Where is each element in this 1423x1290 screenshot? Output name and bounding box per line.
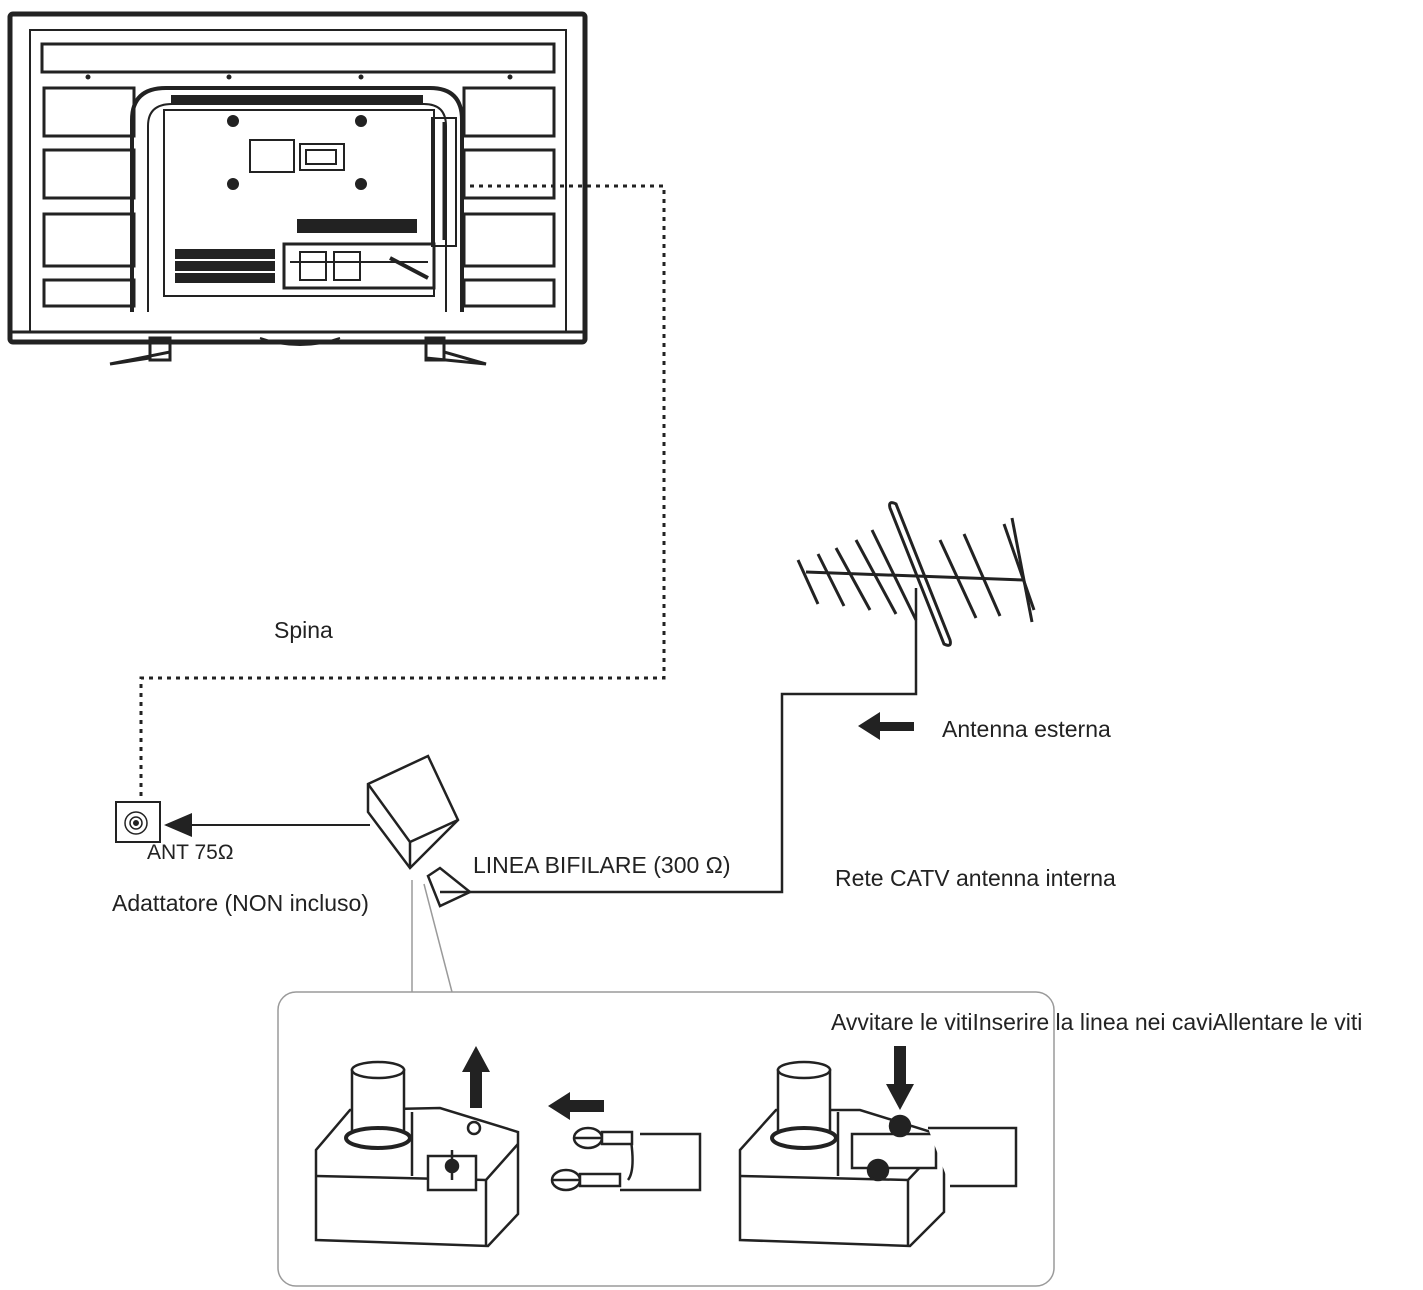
- ant-75-label: ANT 75Ω: [147, 841, 234, 864]
- terminal-block-icon: [314, 1060, 520, 1248]
- ant-socket-icon: [115, 801, 161, 843]
- twin-lead-icon: [440, 588, 918, 894]
- steps-label: Avvitare le vitiInserire la linea nei ca…: [831, 1009, 1363, 1035]
- yagi-antenna-icon: [796, 501, 1036, 647]
- arrow-up-icon: [462, 1046, 490, 1108]
- arrow-left-icon: [548, 1092, 604, 1120]
- coax-cable-dotted: [139, 184, 666, 800]
- balun-adapter-icon: [366, 754, 473, 908]
- detail-callout: [277, 880, 1055, 1287]
- spina-label: Spina: [274, 617, 333, 643]
- terminal-block-icon: [738, 1060, 1018, 1248]
- rete-catv-label: Rete CATV antenna interna: [835, 865, 1116, 891]
- arrow-down-icon: [886, 1046, 914, 1110]
- adattatore-label: Adattatore (NON incluso): [112, 890, 369, 916]
- twin-lead-icon: [550, 1126, 702, 1192]
- arrow-left-icon: [858, 712, 914, 740]
- tv-back-icon: [7, 11, 588, 366]
- antenna-esterna-label: Antenna esterna: [942, 716, 1111, 742]
- linea-bifilare-label: LINEA BIFILARE (300 Ω): [473, 852, 731, 878]
